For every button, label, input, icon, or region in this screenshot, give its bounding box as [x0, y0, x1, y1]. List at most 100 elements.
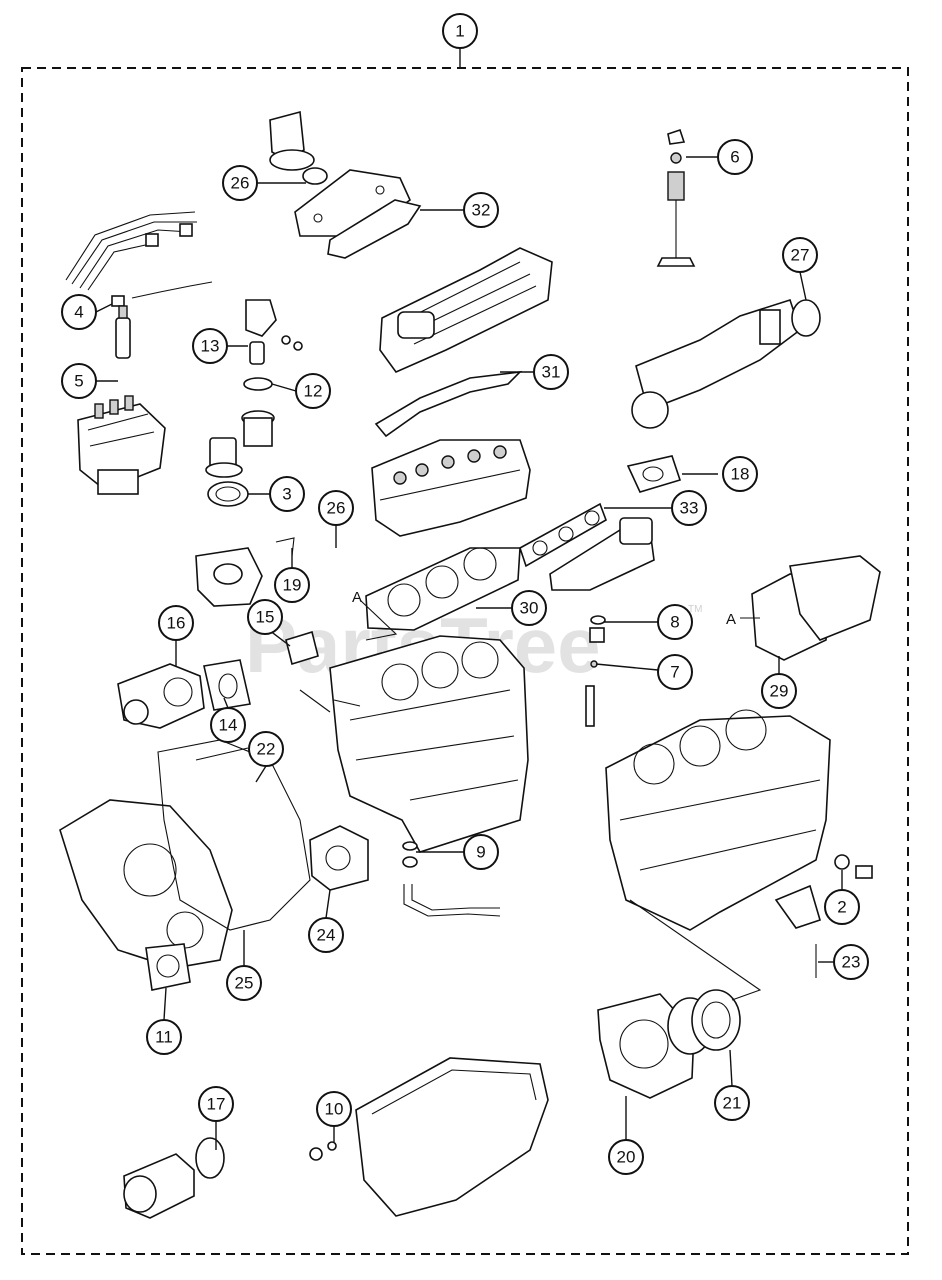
- svg-text:15: 15: [256, 608, 275, 627]
- valve-and-spring: [656, 128, 696, 267]
- gasket-14: [203, 659, 251, 711]
- drain-plug-and-pipe: [402, 841, 501, 917]
- alternator: [117, 663, 205, 729]
- callout-18: 18: [722, 456, 758, 492]
- svg-text:4: 4: [74, 303, 83, 322]
- svg-text:29: 29: [770, 682, 789, 701]
- callout-25: 25: [226, 965, 262, 1001]
- callout-20: 20: [608, 1139, 644, 1175]
- callout-15: 15: [247, 599, 283, 635]
- svg-text:13: 13: [201, 337, 220, 356]
- callout-1: 1: [442, 13, 478, 49]
- callout-2: 2: [824, 889, 860, 925]
- callout-30: 30: [511, 590, 547, 626]
- callout-21: 21: [714, 1085, 750, 1121]
- svg-text:30: 30: [520, 599, 539, 618]
- svg-text:24: 24: [317, 926, 336, 945]
- timing-gear-case: [59, 799, 233, 969]
- svg-text:5: 5: [74, 372, 83, 391]
- svg-text:17: 17: [207, 1095, 226, 1114]
- svg-text:25: 25: [235, 974, 254, 993]
- svg-text:32: 32: [472, 201, 491, 220]
- svg-text:20: 20: [617, 1148, 636, 1167]
- water-pump-housing: [195, 537, 295, 607]
- callout-23: 23: [833, 944, 869, 980]
- reference-mark-a-right: A: [726, 611, 736, 628]
- callout-19: 19: [274, 567, 310, 603]
- callout-27: 27: [782, 237, 818, 273]
- thermostat-housing-parts: [241, 299, 303, 447]
- svg-text:1: 1: [455, 22, 464, 41]
- svg-text:6: 6: [730, 148, 739, 167]
- callout-32: 32: [463, 192, 499, 228]
- callout-16: 16: [158, 605, 194, 641]
- callout-31: 31: [533, 354, 569, 390]
- fuel-injection-lines: [65, 211, 213, 307]
- exhaust-manifold-gasket: [519, 502, 607, 568]
- svg-text:2: 2: [837, 898, 846, 917]
- callout-4: 4: [61, 294, 97, 330]
- starter-motor: [123, 1137, 225, 1219]
- flywheel-housing: [751, 555, 881, 661]
- injector-nozzle: [115, 305, 131, 359]
- cover-plate-15: [285, 630, 319, 666]
- svg-text:19: 19: [283, 576, 302, 595]
- svg-text:14: 14: [219, 716, 238, 735]
- callout-14: 14: [210, 707, 246, 743]
- small-plug-parts: [585, 615, 606, 727]
- callout-29: 29: [761, 673, 797, 709]
- callout-3: 3: [269, 476, 305, 512]
- fuel-injection-pump: [77, 395, 166, 495]
- svg-text:27: 27: [791, 246, 810, 265]
- callout-24: 24: [308, 917, 344, 953]
- head-gasket: [365, 547, 521, 631]
- svg-text:12: 12: [304, 382, 323, 401]
- callout-8: 8: [657, 604, 693, 640]
- cylinder-block-right: [605, 709, 831, 931]
- kit-boundary-frame: [21, 67, 909, 1255]
- callout-26-lower: 26: [318, 490, 354, 526]
- svg-text:21: 21: [723, 1094, 742, 1113]
- svg-text:8: 8: [670, 613, 679, 632]
- callout-12: 12: [295, 373, 331, 409]
- rear-oil-seal: [667, 989, 741, 1055]
- callout-7: 7: [657, 654, 693, 690]
- exhaust-manifold: [549, 517, 655, 591]
- timing-cover-gasket: [157, 739, 311, 931]
- watermark-trademark: TM: [688, 604, 702, 615]
- oil-pan: [355, 1057, 549, 1217]
- water-flange: [205, 437, 249, 507]
- callout-26-top: 26: [222, 165, 258, 201]
- cylinder-head: [371, 439, 531, 537]
- callout-13: 13: [192, 328, 228, 364]
- svg-text:23: 23: [842, 953, 861, 972]
- outlet-pipe: [269, 110, 328, 185]
- rocker-cover-plate: [294, 169, 422, 259]
- callout-22: 22: [248, 731, 284, 767]
- leader-lines: [95, 48, 843, 1150]
- callout-17: 17: [198, 1086, 234, 1122]
- svg-text:16: 16: [167, 614, 186, 633]
- svg-text:9: 9: [476, 843, 485, 862]
- gasket-18: [626, 455, 682, 493]
- gasket-11: [145, 943, 191, 991]
- callout-5: 5: [61, 363, 97, 399]
- svg-text:33: 33: [680, 499, 699, 518]
- callout-10: 10: [316, 1091, 352, 1127]
- oil-pan-drain-plug: [309, 1141, 337, 1161]
- svg-text:26: 26: [327, 499, 346, 518]
- callout-33: 33: [671, 490, 707, 526]
- callout-9: 9: [463, 834, 499, 870]
- cylinder-block-main: [329, 635, 529, 853]
- svg-text:11: 11: [155, 1028, 173, 1047]
- callout-11: 11: [146, 1019, 182, 1055]
- svg-text:10: 10: [325, 1100, 344, 1119]
- svg-text:22: 22: [257, 740, 276, 759]
- callout-6: 6: [717, 139, 753, 175]
- plug-2: [834, 854, 873, 879]
- part-23: [774, 884, 821, 978]
- svg-text:7: 7: [670, 663, 679, 682]
- svg-text:31: 31: [542, 363, 561, 382]
- reference-mark-a-left: A: [352, 589, 362, 606]
